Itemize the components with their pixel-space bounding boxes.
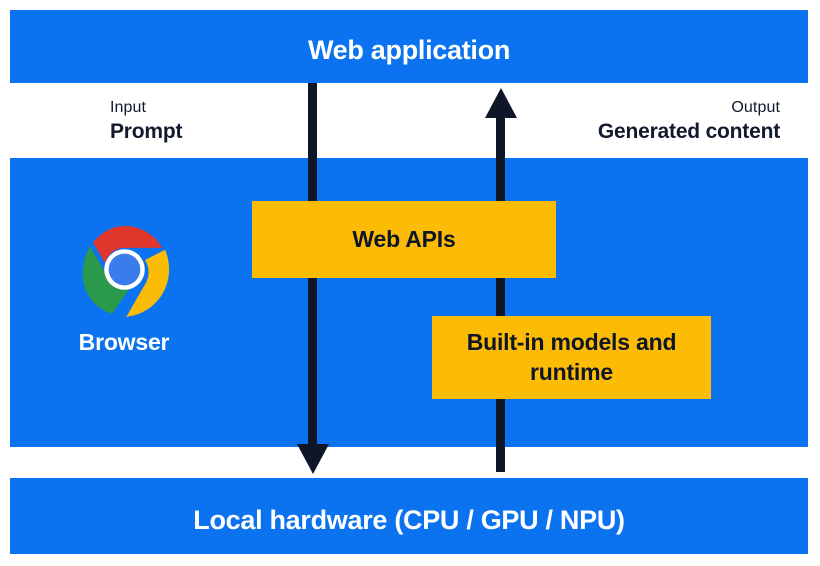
input-kind-label: Input (110, 99, 147, 116)
box-built-in-models-label: Built-in models and runtime (466, 329, 677, 385)
band-web-application-label: Web application (307, 35, 511, 65)
box-web-apis-label: Web APIs (352, 225, 456, 252)
browser-label: Browser (78, 329, 170, 355)
arrow-up-icon (496, 115, 505, 472)
browser-block: Browser (48, 222, 200, 356)
arrow-down-head-icon (297, 444, 329, 474)
output-label-group: Output Generated content (597, 99, 780, 143)
arrow-up-head-icon (485, 88, 517, 118)
output-value-label: Generated content (597, 119, 780, 143)
box-built-in-models: Built-in models and runtime (432, 316, 711, 399)
band-local-hardware: Local hardware (CPU / GPU / NPU) (10, 478, 808, 554)
output-kind-label: Output (731, 99, 780, 116)
band-local-hardware-label: Local hardware (CPU / GPU / NPU) (193, 505, 625, 535)
input-label-group: Input Prompt (110, 99, 183, 143)
box-web-apis: Web APIs (252, 201, 556, 278)
chrome-logo-icon (82, 225, 169, 317)
band-web-application: Web application (10, 10, 808, 83)
input-value-label: Prompt (110, 119, 183, 143)
